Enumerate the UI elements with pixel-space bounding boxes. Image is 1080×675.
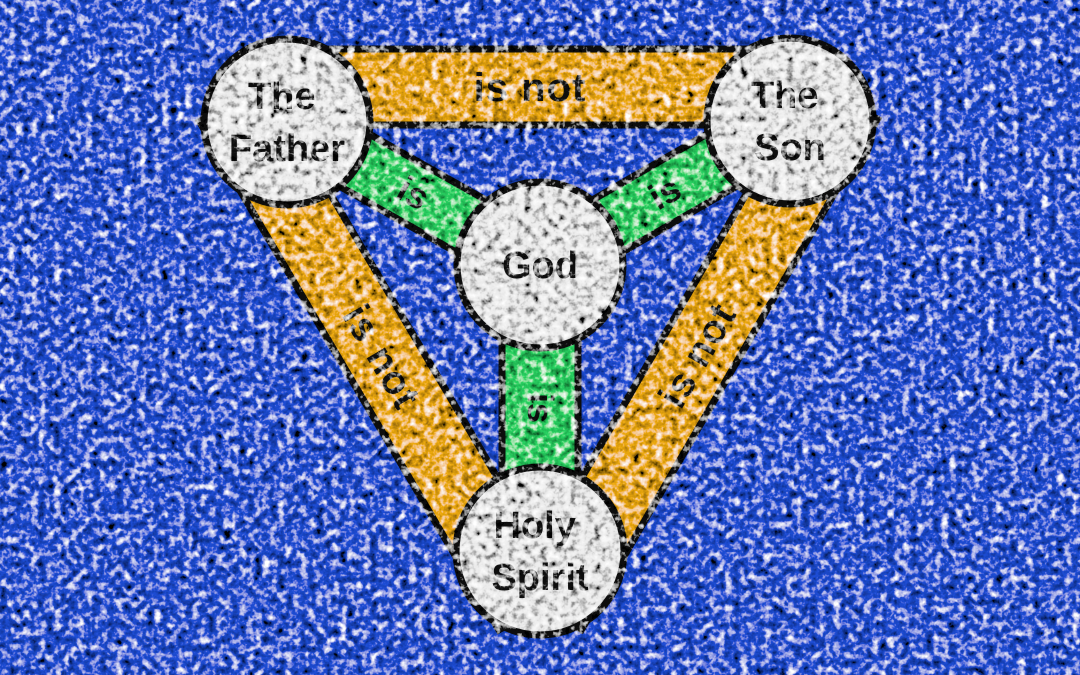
node-holy-spirit: Holy Spirit bbox=[452, 463, 628, 639]
edge-holy-spirit-god-label: is bbox=[520, 393, 561, 423]
edge-father-son-label: is not bbox=[474, 66, 587, 110]
node-god-label: God bbox=[502, 245, 578, 287]
node-holy-spirit-circle bbox=[452, 463, 628, 639]
node-god-circle bbox=[453, 178, 627, 352]
node-father: The Father bbox=[200, 35, 374, 209]
node-father-circle bbox=[200, 35, 374, 209]
node-god: God bbox=[453, 178, 627, 352]
node-holy-spirit-label-line2: Spirit bbox=[491, 557, 588, 599]
node-holy-spirit-label-line1: Holy bbox=[494, 505, 576, 547]
node-father-label: The Father bbox=[229, 76, 345, 170]
node-holy-spirit-label: Holy Spirit bbox=[491, 505, 588, 599]
node-son-label: The Son bbox=[751, 75, 829, 169]
node-son-circle bbox=[703, 34, 877, 208]
node-son-label-line1: The bbox=[751, 75, 819, 117]
node-son-label-line2: Son bbox=[754, 127, 826, 169]
node-father-label-line1: The bbox=[248, 76, 316, 118]
node-father-label-line2: Father bbox=[229, 128, 345, 170]
node-son: The Son bbox=[703, 34, 877, 208]
